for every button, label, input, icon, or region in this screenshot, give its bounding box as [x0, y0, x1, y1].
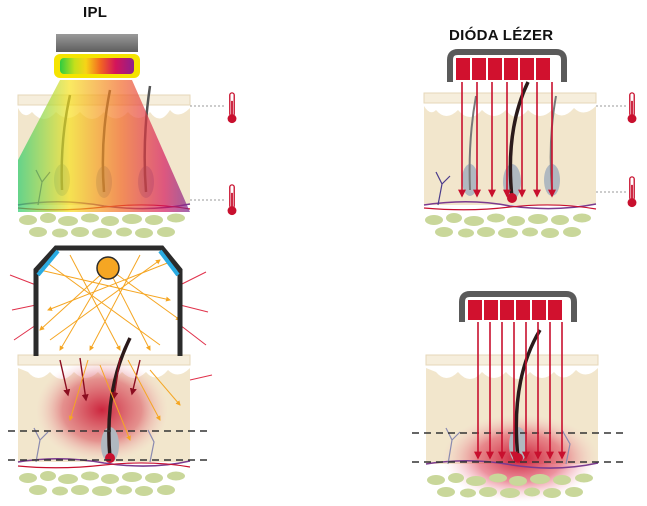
fat-layer: [19, 213, 185, 238]
ipl-scatter-panel: [8, 245, 213, 496]
diode-panel: [423, 49, 638, 238]
ipl-label: IPL: [83, 4, 108, 21]
ipl-panel: [17, 34, 238, 238]
thermometer-icon: [226, 92, 238, 124]
laser-beams: [474, 322, 566, 460]
diode-focus-panel: [412, 291, 624, 502]
laser-head-icon: [447, 49, 567, 82]
thermometer-icon: [226, 184, 238, 216]
lamp-icon: [96, 256, 120, 280]
ipl-applicator: [33, 245, 183, 356]
diode-laser-label: DIÓDA LÉZER: [449, 27, 554, 44]
laser-beams: [458, 82, 556, 198]
laser-head-icon: [459, 291, 577, 322]
thermometer-icon: [626, 176, 638, 208]
scattered-light-arrows: [39, 254, 181, 441]
thermometer-icon: [626, 92, 638, 124]
ipl-light-beam: [18, 80, 190, 212]
ipl-handpiece: [56, 34, 138, 52]
